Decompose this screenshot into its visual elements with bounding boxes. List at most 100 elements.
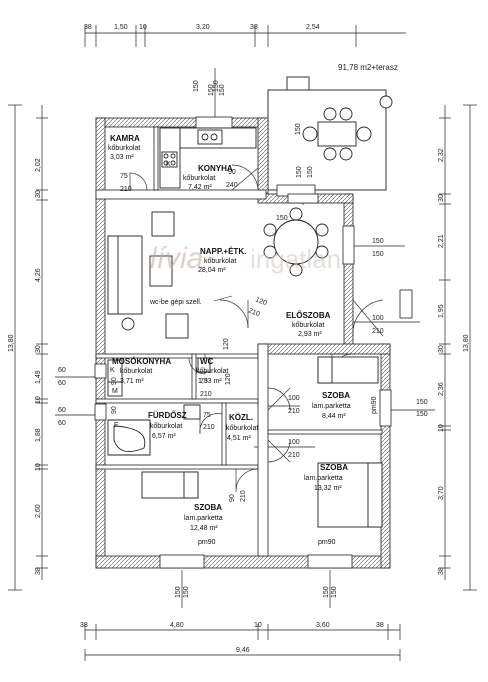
room-szoba-bl-floor: lam.parketta: [184, 515, 223, 522]
room-kozl-floor: kőburkolat: [226, 425, 258, 432]
terrace-label: 150: [295, 123, 302, 135]
nappali-window-height: 150: [372, 251, 384, 258]
room-kozl-area: 4,51 m²: [227, 435, 251, 442]
dim-top-0: 38: [84, 24, 92, 31]
dim-left-5: 10: [35, 396, 42, 404]
room-labels: KAMRA kőburkolat 3,03 m² KONYHA kőburkol…: [108, 134, 351, 532]
room-kamra-area: 3,03 m²: [110, 154, 134, 161]
szoba-bl-door-height: 210: [240, 490, 247, 502]
dimension-labels: 38 1,50 10 3,20 38 2,54 38 4,80 10 3,60 …: [8, 24, 470, 654]
bath-f-mark: F: [114, 422, 118, 429]
watermark: lívia ingatlan: [150, 242, 341, 275]
entry-door-width: 100: [372, 315, 384, 322]
nappali-window-width: 150: [372, 238, 384, 245]
terrace-window-height: 150: [307, 166, 314, 178]
dim-right-7: 3,70: [438, 486, 445, 500]
moso-k-mark: K: [110, 367, 115, 374]
moso-door-width: 120: [225, 373, 232, 385]
dim-left-total: 13,80: [8, 334, 15, 352]
dim-left-1: 30: [35, 190, 42, 198]
dim-left-7: 10: [35, 463, 42, 471]
room-szoba-bl-name: SZOBA: [194, 503, 222, 512]
frame-label: 90: [111, 406, 118, 414]
dim-right-8: 38: [438, 567, 445, 575]
top-window-width: 150: [193, 80, 200, 92]
room-kamra-name: KAMRA: [110, 134, 140, 143]
room-konyha-area: 7,42 m²: [188, 184, 212, 191]
furdo-window-width: 60: [58, 407, 66, 414]
szoba-bl-door-width: 90: [229, 494, 236, 502]
kitchen-window-height: 150: [219, 84, 226, 96]
room-wc: WC kőburkolat 1,33 m²: [196, 357, 228, 385]
room-eloszoba-floor: kőburkolat: [292, 322, 324, 329]
room-mosokonyha-name: MOSÓKONYHA: [112, 357, 171, 366]
dim-top-4: 38: [250, 24, 258, 31]
furdo-door-width: 75: [203, 412, 211, 419]
watermark-brand: lívia: [150, 242, 203, 275]
room-szoba-bl-area: 12,48 m²: [190, 525, 218, 532]
room-kozl-name: KÖZL.: [229, 413, 253, 422]
moso-window-width: 60: [58, 367, 66, 374]
dim-left-3: 30: [35, 345, 42, 353]
entry-door-height: 210: [372, 328, 384, 335]
room-szoba-br-floor: lam.parketta: [304, 475, 343, 482]
bottom-window-right-width: 150: [323, 586, 330, 598]
room-szoba-br-name: SZOBA: [320, 463, 348, 472]
room-eloszoba-area: 2,93 m²: [298, 331, 322, 338]
dim-right-6: 10: [438, 424, 445, 432]
pm90-side: pm90: [371, 396, 378, 414]
room-konyha-name: KONYHA: [198, 164, 233, 173]
windows: [94, 116, 413, 569]
dim-right-2: 2,21: [438, 234, 445, 248]
room-szoba-bl: SZOBA lam.parketta 12,48 m²: [184, 503, 223, 532]
dim-bottom-4: 38: [376, 622, 384, 629]
furdo-window-height: 60: [58, 420, 66, 427]
room-szoba-right-area: 8,44 m²: [322, 413, 346, 420]
moso-small-label: 90: [111, 377, 118, 385]
room-kozl: KÖZL. kőburkolat 4,51 m²: [226, 413, 258, 442]
kitchen-k-mark: K: [166, 161, 171, 168]
szoba-right-door-width: 100: [288, 395, 300, 402]
dim-left-4: 1,49: [35, 370, 42, 384]
room-furdo-floor: kőburkolat: [150, 423, 182, 430]
dim-top-5: 2,54: [306, 24, 320, 31]
szoba-right-window-width: 150: [416, 399, 428, 406]
room-szoba-right-name: SZOBA: [322, 391, 350, 400]
dim-left-2: 4,26: [35, 268, 42, 282]
pm90-right-label: pm90: [318, 539, 336, 546]
dim-right-0: 2,32: [438, 148, 445, 162]
room-furdo-area: 6,57 m²: [152, 433, 176, 440]
watermark-suffix: ingatlan: [250, 244, 341, 274]
szoba-br-door-height: 210: [288, 452, 300, 459]
szoba-right-door-height: 210: [288, 408, 300, 415]
top-window-height: 150: [213, 80, 220, 92]
kamra-door-height: 210: [120, 186, 132, 193]
kamra-door-width: 75: [120, 173, 128, 180]
room-szoba-br-area: 13,32 m²: [314, 485, 342, 492]
room-szoba-right: SZOBA lam.parketta 8,44 m²: [312, 391, 351, 420]
room-konyha-floor: kőburkolat: [183, 175, 215, 182]
dim-right-3: 1,95: [438, 304, 445, 318]
dim-top-3: 3,20: [196, 24, 210, 31]
dim-left-0: 2,02: [35, 158, 42, 172]
moso-door-label: 120: [223, 338, 230, 350]
bottom-window-left-width: 150: [175, 586, 182, 598]
dim-bottom-3: 3,60: [316, 622, 330, 629]
room-wc-area: 1,33 m²: [198, 378, 222, 385]
moso-m-mark: M: [112, 388, 118, 395]
notes: wc-be gépi szell. pm90 pm90 K M K F: [110, 161, 336, 546]
kitchen-window-width: 150: [208, 84, 215, 96]
room-kamra-floor: kőburkolat: [108, 145, 140, 152]
wc-door-height: 210: [200, 391, 212, 398]
room-furdo: FÜRDŐSZ kőburkolat 6,57 m²: [148, 411, 187, 440]
terrace-step: [286, 76, 310, 91]
moso-window-height: 60: [58, 380, 66, 387]
room-nappali-floor: kőburkolat: [204, 258, 236, 265]
dimension-lines: [8, 25, 477, 661]
dim-right-5: 2,36: [438, 382, 445, 396]
room-wc-name: WC: [200, 357, 214, 366]
room-szoba-br: SZOBA lam.parketta 13,32 m²: [304, 463, 348, 492]
terrace-window-width: 150: [296, 166, 303, 178]
